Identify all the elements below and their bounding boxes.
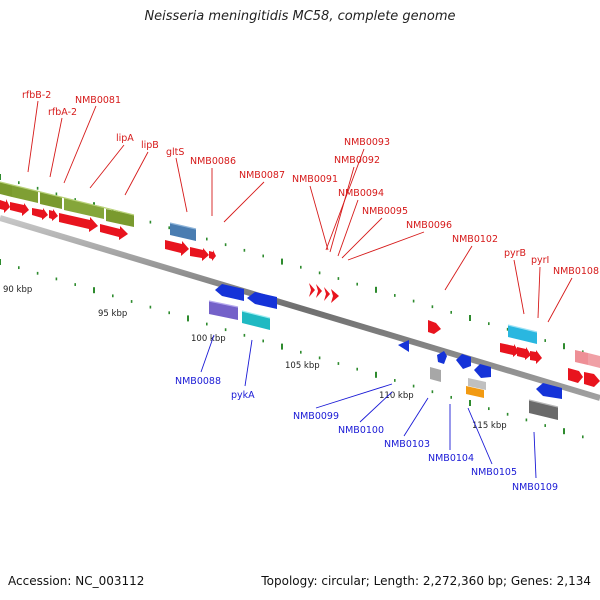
feature-NMB0105-group [466,364,491,398]
genome-summary-text: Topology: circular; Length: 2,272,360 bp… [261,574,591,588]
gene-label-NMB0102[interactable]: NMB0102 [452,234,498,245]
leader-line [347,231,425,261]
gene-label-pykA[interactable]: pykA [231,390,255,401]
gene-label-gltS[interactable]: gltS [166,147,184,158]
gene-label-NMB0109[interactable]: NMB0109 [512,482,558,493]
gene-label-lipB[interactable]: lipB [141,140,159,151]
leader-line [315,383,393,409]
leader-line [537,266,541,319]
gene-label-lipA[interactable]: lipA [116,133,134,144]
leader-line [223,181,265,223]
leader-line [547,277,573,323]
gene-label-rfbB-2[interactable]: rfbB-2 [22,90,51,101]
feature-NMB0099 [398,340,409,352]
feature-red-arrows-left [0,199,128,240]
feature-red-arrows-mid [165,240,216,261]
leader-line [337,199,359,257]
feature-NMB0102 [428,320,441,334]
scale-label-100: 100 kbp [191,334,226,344]
leader-line [403,397,429,437]
scale-label-110: 110 kbp [379,391,414,401]
label-leader-lines [27,100,573,479]
leader-line [444,245,473,291]
leader-line [49,117,63,178]
leader-line [359,391,393,423]
scale-label-105: 105 kbp [285,361,320,371]
feature-red-arrows-pyr [500,343,542,364]
leader-line [309,185,329,251]
gene-label-NMB0100[interactable]: NMB0100 [338,425,384,436]
gene-label-NMB0093[interactable]: NMB0093 [344,137,390,148]
gene-label-pyrI[interactable]: pyrI [531,255,549,266]
gene-label-NMB0105[interactable]: NMB0105 [471,467,517,478]
gene-label-NMB0092[interactable]: NMB0092 [334,155,380,166]
scale-label-90: 90 kbp [3,285,32,295]
feature-rfb-lip-cluster [0,181,135,227]
gene-label-NMB0088[interactable]: NMB0088 [175,376,221,387]
feature-NMB0104-arrow [456,354,471,369]
feature-red-arrows-0091 [309,283,339,303]
leader-line [341,217,383,259]
map-title: Neisseria meningitidis MC58, complete ge… [144,9,456,24]
feature-pyrB [508,325,537,344]
gene-label-NMB0104[interactable]: NMB0104 [428,453,474,464]
leader-line [63,105,97,184]
gene-label-pyrB[interactable]: pyrB [504,248,526,259]
gene-label-NMB0099[interactable]: NMB0099 [293,411,339,422]
leader-line [175,157,188,213]
gene-label-NMB0095[interactable]: NMB0095 [362,206,408,217]
leader-line [329,166,355,253]
gene-label-NMB0091[interactable]: NMB0091 [292,174,338,185]
feature-pykA-group [241,292,277,330]
gene-label-NMB0096[interactable]: NMB0096 [406,220,452,231]
feature-NMB0088-group [208,284,244,320]
leader-line [513,259,525,315]
gene-label-NMB0103[interactable]: NMB0103 [384,439,430,450]
leader-line [27,100,39,173]
gene-label-rfbA-2[interactable]: rfbA-2 [48,107,77,118]
leader-line [89,144,125,189]
gene-label-NMB0086[interactable]: NMB0086 [190,156,236,167]
leader-line [244,339,253,387]
feature-NMB0100-group [430,351,447,382]
leader-line [533,431,537,479]
leader-line [124,151,149,196]
leader-line [200,334,215,373]
gene-label-NMB0108[interactable]: NMB0108 [553,266,599,277]
feature-NMB0109-group [528,383,562,420]
gene-label-NMB0081[interactable]: NMB0081 [75,95,121,106]
scale-label-95: 95 kbp [98,309,127,319]
leader-line [467,407,493,465]
gene-label-NMB0087[interactable]: NMB0087 [239,170,285,181]
scale-label-115: 115 kbp [472,421,507,431]
accession-text: Accession: NC_003112 [8,574,145,588]
genome-backbone [0,215,600,401]
feature-right-edge [568,350,600,387]
gene-label-NMB0094[interactable]: NMB0094 [338,188,384,199]
